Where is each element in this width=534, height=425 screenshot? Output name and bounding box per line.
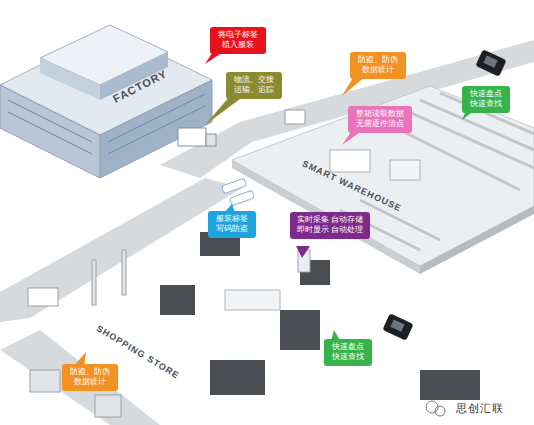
tags	[221, 178, 254, 206]
clothing-racks	[160, 232, 480, 400]
callout-text: 快速盘点 快速查找	[328, 342, 368, 363]
callout-text: 物流、交接 运输、追踪	[230, 75, 278, 96]
callout-box: 实时采集 自动存储 即时显示 自动处理	[290, 212, 370, 239]
callout-box: 物流、交接 运输、追踪	[226, 72, 282, 99]
callout-text: 防盗、防伪 数据统计	[66, 367, 114, 388]
gate	[92, 260, 96, 305]
handheld-readers	[382, 49, 506, 340]
warehouse-floor	[232, 86, 534, 266]
pallet	[330, 150, 370, 172]
counter	[30, 370, 60, 392]
callout-text: 整箱读取数据 无需逐件清点	[352, 109, 408, 130]
watermark-icon	[426, 401, 445, 416]
tag-icon	[229, 190, 254, 206]
callout-tail	[296, 246, 310, 258]
callout-text: 服装标签 写码防盗	[212, 214, 252, 235]
factory-wall	[0, 85, 100, 178]
rack	[160, 285, 195, 315]
truck	[285, 110, 305, 124]
pallet	[390, 160, 420, 180]
warehouse	[232, 86, 534, 274]
callout-box: 快速盘点 快速查找	[324, 339, 372, 366]
windows	[8, 94, 205, 154]
callout-box: 快速盘点 快速查找	[462, 86, 510, 113]
road	[0, 178, 242, 322]
rack	[420, 370, 480, 400]
callout-tail	[205, 96, 244, 125]
callout-box: 服装标签 写码防盗	[208, 211, 256, 238]
callout-tails	[72, 50, 480, 368]
display-table	[225, 290, 280, 310]
callout-tail	[342, 76, 366, 96]
callout-box: 防盗、防伪 数据统计	[350, 52, 406, 79]
shelf	[400, 108, 534, 168]
gate	[122, 250, 126, 295]
reader-screen	[390, 320, 404, 332]
callout-text: 快速盘点 快速查找	[466, 89, 506, 110]
handheld-reader	[475, 49, 506, 76]
rack	[280, 310, 320, 350]
callout-text: 实时采集 自动存储 即时显示 自动处理	[294, 215, 366, 236]
callout-box: 防盗、防伪 数据统计	[62, 364, 118, 391]
reader-screen	[483, 56, 497, 68]
truck	[178, 128, 206, 146]
window-row	[108, 106, 205, 154]
watermark: 思创汇联	[456, 401, 504, 416]
rack	[210, 360, 265, 395]
wechat-icon	[435, 406, 445, 416]
store	[28, 232, 480, 417]
callout-box: 将电子标签 植入服装	[210, 27, 266, 54]
callout-text: 将电子标签 植入服装	[214, 30, 262, 51]
tag-icon	[221, 178, 246, 194]
factory-wall	[40, 58, 100, 100]
window-row	[8, 100, 92, 142]
truck	[28, 288, 58, 306]
truck-cab	[206, 134, 216, 146]
factory	[0, 25, 216, 178]
callout-box: 整箱读取数据 无需逐件清点	[348, 106, 412, 133]
window-row	[8, 112, 92, 154]
handheld-reader	[382, 313, 413, 340]
counter	[95, 395, 121, 417]
wechat-icon	[426, 401, 438, 413]
callout-text: 防盗、防伪 数据统计	[354, 55, 402, 76]
